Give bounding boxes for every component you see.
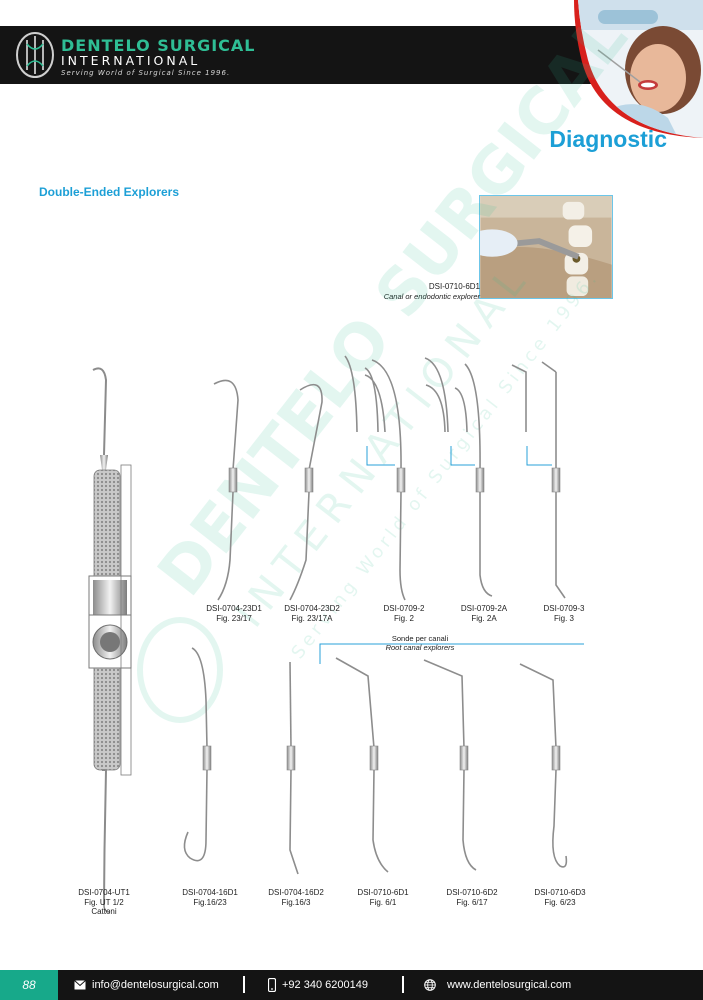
- product-label-23d2: DSI-0704-23D2 Fig. 23/17A: [274, 604, 350, 623]
- instrument-6d3: [519, 663, 568, 868]
- envelope-icon: [74, 980, 86, 990]
- product-fig: Fig. 23/17A: [291, 613, 333, 623]
- product-code: DSI-0709-2: [383, 604, 425, 613]
- instrument-23d2: [289, 383, 323, 601]
- hero-photo: [574, 0, 703, 138]
- product-label-ut1: DSI-0704-UT1 Fig. UT 1/2 Cattoni: [66, 888, 142, 917]
- product-fig: Fig. 6/1: [369, 897, 397, 907]
- product-code: DSI-0704-16D2: [268, 888, 324, 897]
- instrument-0709-2: [344, 355, 406, 601]
- product-code: DSI-0704-23D1: [206, 604, 262, 613]
- product-fig: Fig. 2: [393, 613, 414, 623]
- product-code: DSI-0704-23D2: [284, 604, 340, 613]
- instrument-ut1: [88, 367, 132, 913]
- product-label-6d2: DSI-0710-6D2 Fig. 6/17: [434, 888, 510, 907]
- brand-name: DENTELO SURGICAL: [61, 36, 256, 55]
- product-code: DSI-0710-6D3: [534, 888, 586, 897]
- footer-separator: [402, 976, 404, 993]
- footer-bar: [0, 970, 703, 1000]
- footer-website[interactable]: www.dentelosurgical.com: [447, 979, 572, 991]
- instrument-0709-3: [511, 361, 566, 599]
- instrument-23d1: [213, 379, 239, 601]
- product-label-16d2: DSI-0704-16D2 Fig.16/3: [258, 888, 334, 907]
- product-label-6d1: DSI-0710-6D1 Fig. 6/1: [345, 888, 421, 907]
- inset-description: Canal or endodontic explorer: [383, 292, 480, 301]
- root-canal-it: Sonde per canali: [391, 634, 449, 643]
- product-code: DSI-0710-6D1: [357, 888, 409, 897]
- globe-icon: [424, 979, 436, 991]
- product-code: DSI-0704-UT1: [78, 888, 130, 897]
- product-label-6d3: DSI-0710-6D3 Fig. 6/23: [522, 888, 598, 907]
- product-fig: Fig. 3: [553, 613, 574, 623]
- section-title: Double-Ended Explorers: [39, 185, 180, 199]
- footer-separator: [243, 976, 245, 993]
- root-canal-en: Root canal explorers: [385, 643, 455, 652]
- product-code: DSI-0704-16D1: [182, 888, 238, 897]
- footer-email[interactable]: info@dentelosurgical.com: [92, 979, 219, 991]
- instrument-16d1: [183, 647, 212, 862]
- inset-photo: [479, 195, 613, 299]
- product-label-0709-3: DSI-0709-3 Fig. 3: [526, 604, 602, 623]
- instrument-16d2: [286, 661, 299, 875]
- header-bar: [0, 26, 600, 84]
- brand-tagline: Serving World of Surgical Since 1996.: [61, 69, 231, 77]
- product-fig: Fig. 6/17: [456, 897, 488, 907]
- product-fig: Fig. 23/17: [216, 613, 252, 623]
- product-fig: Fig.16/3: [281, 897, 311, 907]
- root-canal-caption: Sonde per canali Root canal explorers: [360, 634, 480, 652]
- instrument-6d1: [335, 657, 389, 873]
- product-label-0709-2a: DSI-0709-2A Fig. 2A: [446, 604, 522, 623]
- product-fig: Fig. UT 1/2: [84, 897, 124, 907]
- page-title: Diagnostic: [549, 126, 667, 152]
- instrument-0709-2a: [424, 357, 493, 597]
- product-label-0709-2: DSI-0709-2 Fig. 2: [366, 604, 442, 623]
- product-code: DSI-0709-2A: [460, 604, 508, 613]
- product-note: Cattoni: [91, 907, 117, 916]
- inset-code: DSI-0710-6D1: [428, 282, 480, 291]
- product-code: DSI-0710-6D2: [446, 888, 498, 897]
- logo-icon: [16, 32, 54, 78]
- page-number: 88: [0, 970, 58, 1000]
- instrument-6d2: [423, 659, 477, 871]
- product-fig: Fig.16/23: [193, 897, 227, 907]
- phone-icon: [268, 978, 276, 992]
- brand-subtitle: INTERNATIONAL: [61, 53, 201, 68]
- product-fig: Fig. 2A: [471, 613, 497, 623]
- product-fig: Fig. 6/23: [544, 897, 576, 907]
- product-label-23d1: DSI-0704-23D1 Fig. 23/17: [196, 604, 272, 623]
- footer-phone[interactable]: +92 340 6200149: [282, 979, 368, 991]
- product-code: DSI-0709-3: [543, 604, 585, 613]
- callout-lines: [319, 446, 584, 664]
- product-label-16d1: DSI-0704-16D1 Fig.16/23: [172, 888, 248, 907]
